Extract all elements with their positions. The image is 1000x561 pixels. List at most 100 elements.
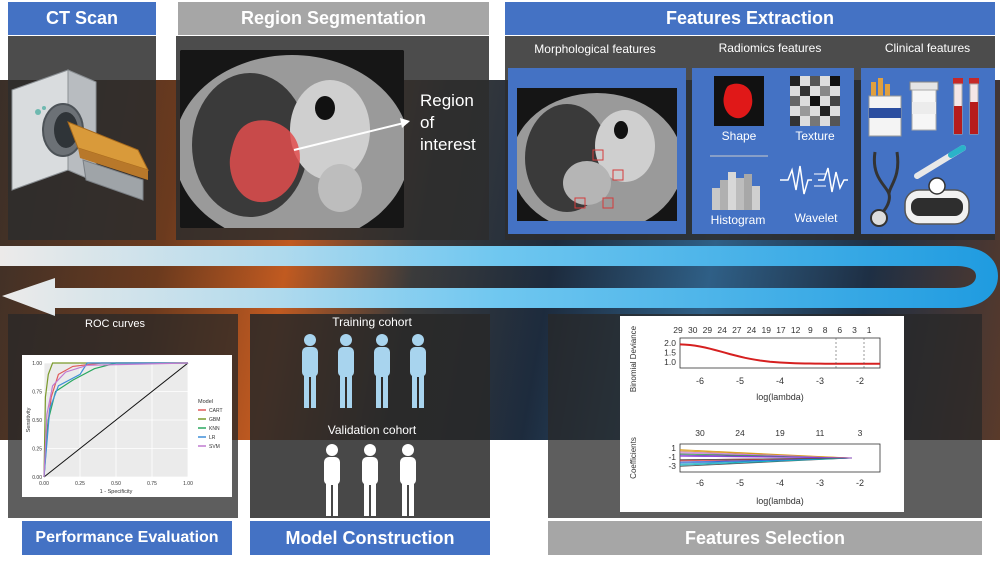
shape-icon xyxy=(714,76,764,126)
ct-scan-title: CT Scan xyxy=(45,8,119,28)
model-construction-header: Model Construction xyxy=(250,521,490,555)
performance-evaluation-title: Performance Evaluation xyxy=(35,529,219,546)
lasso-top-count: 29 xyxy=(673,325,683,335)
roc-x-tick: 0.00 xyxy=(39,481,49,487)
morphological-ct-image xyxy=(517,88,677,221)
roc-curves-title: ROC curves xyxy=(85,318,145,330)
lasso-top-count: 17 xyxy=(776,325,786,335)
lasso-top-x-tick: -6 xyxy=(696,376,704,386)
lasso-top-x-tick: -2 xyxy=(856,376,864,386)
lasso-bottom-frame xyxy=(679,443,881,473)
features-selection-header: Features Selection xyxy=(548,521,982,555)
roc-x-tick: 0.50 xyxy=(111,481,121,487)
roc-x-label: 1 - Specificity xyxy=(100,489,133,495)
texture-icon xyxy=(790,76,840,126)
wavelet-icon xyxy=(780,165,848,195)
lasso-top-count: 29 xyxy=(703,325,713,335)
lasso-top-y-tick: 1.0 xyxy=(664,357,676,367)
roc-legend-title: Model xyxy=(198,399,213,405)
test-tubes-icon xyxy=(953,78,979,135)
ct-scan-header: CT Scan xyxy=(8,2,156,35)
ct-scanner-illustration xyxy=(11,69,149,201)
roc-y-tick: 0.00 xyxy=(32,475,42,481)
lasso-bottom-x-tick: -5 xyxy=(736,478,744,488)
roc-y-tick: 0.75 xyxy=(32,390,42,396)
roc-legend-item: KNN xyxy=(209,426,220,432)
radiomics-panel: Shape Texture Histogram Wavelet xyxy=(692,68,854,234)
lasso-bottom-y-tick: -3 xyxy=(668,461,676,471)
roi-label-line2: of xyxy=(420,113,435,132)
roc-curve-svm xyxy=(43,362,189,478)
roc-legend-item: LR xyxy=(209,435,216,441)
roc-legend-item: CART xyxy=(209,408,223,414)
texture-label: Texture xyxy=(795,129,835,143)
lasso-top-count: 1 xyxy=(867,325,872,335)
radiomics-features-label: Radiomics features xyxy=(718,41,822,55)
model-construction-title: Model Construction xyxy=(285,527,455,548)
roc-y-tick: 0.50 xyxy=(32,418,42,424)
roc-legend-item: GBM xyxy=(209,417,220,423)
histogram-label: Histogram xyxy=(710,213,766,227)
lasso-bottom-y-label: Coefficients xyxy=(629,437,638,479)
roc-y-label: Sensitivity xyxy=(26,407,32,432)
morphological-features-label: Morphological features xyxy=(534,42,656,56)
validation-cohort-people xyxy=(318,442,428,518)
roi-label-line3: interest xyxy=(420,135,476,154)
scale-icon xyxy=(904,177,970,225)
lasso-coefficient-path xyxy=(679,454,853,459)
lasso-top-x-tick: -3 xyxy=(816,376,824,386)
roc-curve-lr xyxy=(43,362,188,478)
lasso-top-count: 3 xyxy=(852,325,857,335)
lasso-top-x-tick: -5 xyxy=(736,376,744,386)
clinical-features-label: Clinical features xyxy=(884,41,971,55)
roi-arrow xyxy=(293,118,410,151)
lasso-top-y-tick: 2.0 xyxy=(664,338,676,348)
region-segmentation-title: Region Segmentation xyxy=(240,8,426,28)
validation-people-icon xyxy=(324,444,416,516)
region-segmentation-header: Region Segmentation xyxy=(178,2,489,35)
morphological-panel xyxy=(508,68,686,234)
lasso-bottom-count: 3 xyxy=(858,428,863,438)
roc-x-tick: 0.25 xyxy=(75,481,85,487)
performance-evaluation-header: Performance Evaluation xyxy=(22,521,232,555)
lasso-bottom-count: 24 xyxy=(735,428,745,438)
features-extraction-title: Features Extraction xyxy=(665,8,835,28)
roc-x-tick: 1.00 xyxy=(183,481,193,487)
lasso-top-count: 24 xyxy=(747,325,757,335)
roc-x-tick: 0.75 xyxy=(147,481,157,487)
wavelet-label: Wavelet xyxy=(794,211,838,225)
lasso-top-x-tick: -4 xyxy=(776,376,784,386)
lasso-top-count: 8 xyxy=(823,325,828,335)
lasso-top-y-label: Binomial Deviance xyxy=(629,325,638,392)
lasso-top-count: 30 xyxy=(688,325,698,335)
cigarettes-icon xyxy=(868,78,902,137)
lasso-bottom-y-tick: 1 xyxy=(671,443,676,453)
roc-y-tick: 1.00 xyxy=(32,361,42,367)
lasso-bottom-x-tick: -4 xyxy=(776,478,784,488)
training-cohort-people xyxy=(296,332,436,412)
stethoscope-icon xyxy=(870,151,900,227)
lasso-coefficient-path xyxy=(679,457,853,461)
features-selection-title: Features Selection xyxy=(684,527,846,548)
lasso-bottom-x-label: log(lambda) xyxy=(756,496,804,506)
clinical-panel xyxy=(861,68,995,234)
lasso-bottom-x-tick: -6 xyxy=(696,478,704,488)
lasso-bottom-x-tick: -3 xyxy=(816,478,824,488)
features-extraction-header: Features Extraction xyxy=(505,2,995,35)
lasso-bottom-y-tick: -1 xyxy=(668,452,676,462)
thermometer-icon xyxy=(914,145,966,179)
lasso-bottom-count: 30 xyxy=(695,428,705,438)
lasso-top-count: 6 xyxy=(837,325,842,335)
lasso-top-x-label: log(lambda) xyxy=(756,392,804,402)
lasso-bottom-count: 11 xyxy=(816,428,825,438)
roc-chart-box: 0.00 0.25 0.50 0.75 1.00 0.00 0.25 0.50 0.75 1.00… xyxy=(22,355,232,497)
roc-y-tick: 0.25 xyxy=(32,447,42,453)
lasso-coefficient-path xyxy=(679,457,853,466)
lasso-bottom-x-tick: -2 xyxy=(856,478,864,488)
roc-legend-item: SVM xyxy=(209,444,220,450)
lasso-bottom-count: 19 xyxy=(775,428,785,438)
lasso-coefficient-path xyxy=(679,449,853,459)
lasso-top-count: 9 xyxy=(808,325,813,335)
roi-label: Region of interest xyxy=(420,90,490,156)
